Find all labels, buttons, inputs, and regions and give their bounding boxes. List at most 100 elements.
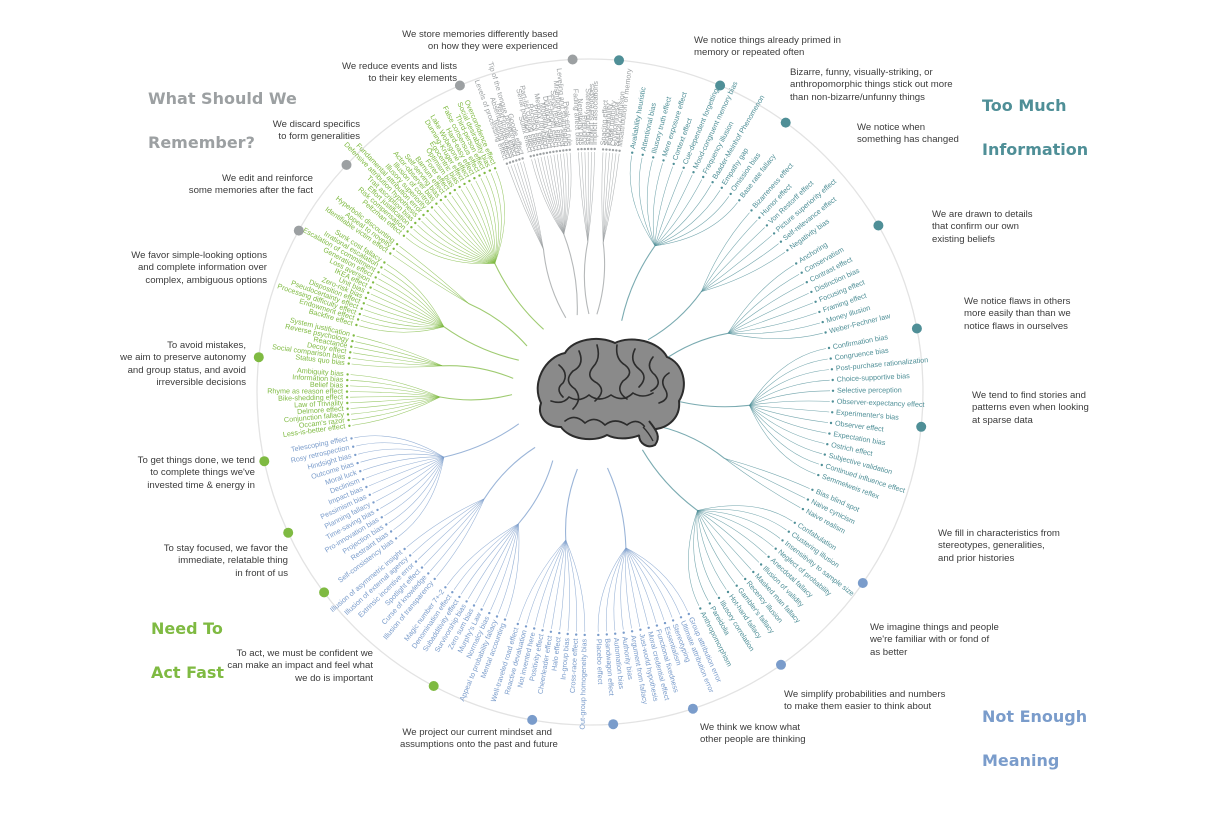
need-dot: [319, 587, 330, 598]
branch-line: [393, 457, 445, 531]
bias-dot: [345, 390, 349, 393]
bias-dot: [362, 478, 365, 481]
need-dot: [253, 352, 264, 363]
branch-line: [368, 456, 444, 487]
branch-line: [625, 547, 641, 627]
bias-dot: [539, 152, 542, 156]
branch-line: [350, 396, 441, 404]
bias-label: Choice-supportive bias: [836, 371, 910, 384]
bias-dot: [414, 221, 417, 225]
branch-line: [749, 405, 822, 455]
need-description-line: that confirm our own: [932, 221, 1019, 233]
bias-dot: [395, 243, 399, 246]
need-description-line: to form generalities: [278, 131, 360, 143]
need-description-line: to complete things we've: [150, 467, 255, 479]
bias-dot: [371, 281, 375, 284]
branch-line: [523, 161, 544, 250]
branch-line: [654, 166, 673, 246]
branch-line: [349, 391, 441, 398]
need-description-line: notice flaws in ourselves: [964, 320, 1068, 332]
need-description-line: complex, ambiguous options: [145, 274, 267, 286]
title-line-1: Too Much: [982, 96, 1067, 115]
branch-line: [507, 166, 544, 250]
branch-line: [405, 237, 495, 265]
bias-dot: [631, 151, 634, 154]
need-description-line: at sparse data: [972, 414, 1033, 426]
branch-line: [688, 510, 700, 606]
bias-dot: [818, 310, 821, 314]
bias-dot: [368, 493, 371, 496]
branch-trunk: [659, 425, 725, 459]
branch-line: [350, 385, 441, 398]
branch-line: [350, 396, 441, 415]
bias-dot: [529, 155, 532, 158]
bias-dot: [508, 161, 512, 164]
branch-line: [485, 175, 499, 264]
bias-dot: [403, 547, 406, 551]
bias-dot: [829, 357, 832, 360]
need-description-line: We notice flaws in others: [964, 296, 1071, 307]
title-line-1: What Should We: [148, 89, 297, 108]
branch-line: [384, 456, 445, 517]
branch-line: [359, 325, 444, 333]
bias-dot: [555, 150, 558, 153]
bias-dot: [545, 151, 549, 155]
need-description-line: We tend to find stories and: [972, 390, 1086, 401]
need-dot: [916, 421, 927, 432]
branch-line: [620, 547, 627, 630]
branch-line: [563, 153, 569, 235]
bias-dot: [488, 169, 491, 172]
branch-line: [399, 245, 469, 304]
need-description-line: memory or repeated often: [694, 47, 805, 59]
need-description-line: as better: [870, 646, 908, 658]
bias-dot: [427, 572, 430, 575]
bias-label: Fading affect bias: [571, 89, 583, 146]
bias-dot: [495, 615, 499, 618]
bias-dot: [580, 147, 583, 151]
bias-dot: [767, 555, 770, 558]
bias-label: In-group bias: [558, 637, 571, 680]
bias-dot: [814, 300, 817, 303]
branch-trunk: [494, 263, 544, 330]
bias-dot: [511, 160, 515, 163]
bias-dot: [608, 148, 611, 151]
bias-dot: [347, 362, 350, 365]
need-description-line: we're familiar with or fond of: [870, 634, 990, 646]
bias-dot: [478, 174, 481, 177]
branch-line: [363, 456, 444, 471]
branch-line: [460, 189, 496, 264]
bias-dot: [350, 345, 353, 348]
bias-label: Implicit stereotypes: [586, 83, 595, 145]
branch-line: [497, 523, 519, 614]
need-description-line: existing beliefs: [932, 233, 995, 245]
branch-line: [654, 170, 683, 246]
bias-dot: [583, 633, 586, 637]
branch-line: [749, 390, 831, 406]
brain-icon: [536, 337, 685, 448]
need-description-line: To avoid mistakes,: [167, 340, 246, 351]
branch-line: [654, 196, 730, 247]
branch-line: [352, 396, 441, 426]
branch-line: [625, 547, 649, 625]
bias-dot: [639, 628, 642, 631]
branch-line: [446, 523, 519, 586]
branch-line: [480, 178, 497, 264]
branch-line: [749, 405, 819, 465]
bias-label: Belief bias: [310, 380, 344, 390]
branch-line: [353, 352, 443, 367]
branch-line: [565, 539, 570, 632]
title-line-2: Remember?: [148, 133, 255, 152]
need-description-line: We reduce events and lists: [341, 61, 457, 72]
branch-line: [697, 510, 744, 577]
bias-dot: [663, 621, 667, 625]
branch-line: [362, 314, 444, 328]
bias-label: Ambiguity bias: [297, 366, 345, 378]
branch-line: [625, 547, 673, 618]
bias-dot: [781, 539, 784, 542]
branch-line: [701, 251, 786, 292]
bias-dot: [369, 286, 372, 289]
branch-line: [368, 298, 444, 327]
bias-dot: [779, 240, 783, 243]
